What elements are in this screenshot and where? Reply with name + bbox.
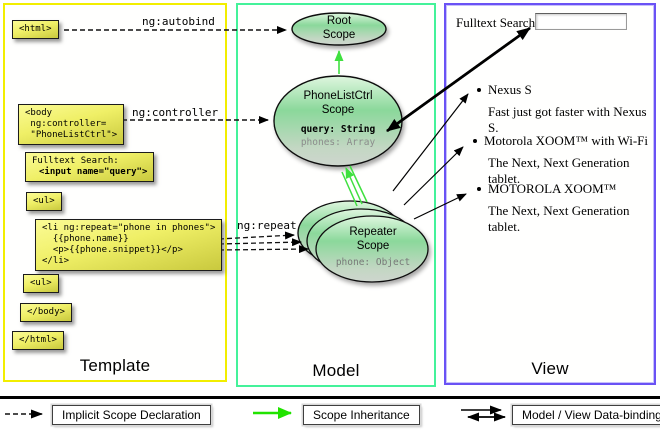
fulltext-search-input[interactable]: [535, 13, 627, 30]
ng-autobind-label: ng:autobind: [142, 15, 215, 28]
code-box-ul-open: <ul>: [26, 192, 62, 211]
fulltext-search-label: Fulltext Search:: [456, 15, 539, 30]
code-box-html-close: </html>: [12, 331, 64, 350]
code-box-li-repeat: <li ng:repeat="phone in phones"> {{phone…: [35, 219, 223, 271]
code-box-ul-close: <ul>: [23, 274, 59, 293]
ng-repeat-label: ng:repeat: [237, 219, 297, 232]
legend-databinding-label: Model / View Data-binding: [512, 405, 660, 425]
view-panel-label: View: [531, 359, 569, 378]
view-item-desc: Fast just got faster with Nexus S.: [488, 104, 647, 135]
ng-controller-label: ng:controller: [132, 106, 219, 119]
model-panel-label: Model: [312, 361, 360, 380]
code-fulltext-input: <input name="query">: [39, 167, 148, 177]
phonelistctrl-query-prop: query: String: [300, 124, 376, 135]
code-box-html-open: <html>: [12, 20, 59, 39]
template-panel-label: Template: [79, 356, 151, 375]
model-panel: Model: [236, 3, 436, 387]
legend-scope-inheritance-label: Scope Inheritance: [303, 405, 420, 425]
legend-separator: [0, 396, 660, 399]
view-item-desc: The Next, Next Generation tablet.: [488, 203, 630, 234]
code-fulltext-label: Fulltext Search:: [32, 156, 119, 166]
phonelistctrl-scope-title: PhoneListCtrl Scope: [303, 90, 373, 116]
repeater-scope-title: Repeater Scope: [349, 226, 397, 252]
view-item-title: Motorola XOOM™ with Wi-Fi: [473, 133, 648, 149]
legend-implicit-scope-label: Implicit Scope Declaration: [52, 405, 211, 425]
view-item-title: Nexus S: [477, 82, 532, 98]
legend-databinding-arrow-icon: [461, 405, 506, 422]
repeater-phone-prop: phone: Object: [335, 257, 411, 268]
root-scope-title: Root Scope: [322, 15, 356, 41]
bullet-icon: [473, 139, 477, 143]
view-item-desc: The Next, Next Generation tablet.: [488, 155, 630, 186]
bullet-icon: [477, 187, 481, 191]
phonelistctrl-phones-prop: phones: Array: [300, 137, 376, 148]
bullet-icon: [477, 88, 481, 92]
code-box-body-open: <body ng:controller= "PhoneListCtrl">: [18, 104, 125, 145]
view-item-title: MOTOROLA XOOM™: [477, 181, 616, 197]
code-box-body-close: </body>: [20, 303, 72, 322]
code-box-fulltext: Fulltext Search:<input name="query">: [25, 152, 155, 182]
